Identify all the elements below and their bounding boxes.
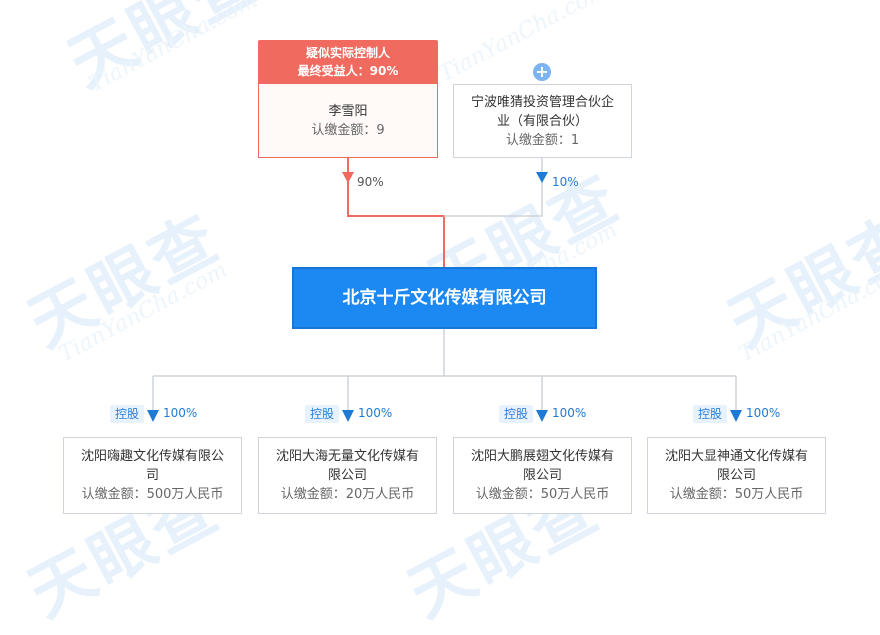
shareholder-card[interactable]: 宁波唯猜投资管理合伙企 业（有限合伙） 认缴金额：1 [453,84,632,158]
subsidiary-card[interactable]: 沈阳嗨趣文化传媒有限公 司 认缴金额：500万人民币 [63,437,242,514]
expand-plus-icon[interactable]: + [533,63,551,81]
investment-percent: 100% [163,406,198,420]
subsidiary-name-line2[interactable]: 限公司 [522,468,562,483]
controller-label-line2: 最终受益人：90% [297,64,399,78]
shareholder-amount: 认缴金额：1 [505,133,580,148]
subsidiary-card[interactable]: 沈阳大鹏展翅文化传媒有 限公司 认缴金额：50万人民币 [453,437,632,514]
shareholder-amount: 认缴金额：9 [311,123,385,138]
shareholder-name[interactable]: 李雪阳 [328,104,368,119]
controller-label-line1: 疑似实际控制人 [305,46,390,60]
holding-tag: 控股 [305,405,340,423]
subsidiary-name-line2[interactable]: 限公司 [716,468,756,483]
connector-lines [147,158,742,422]
main-company-node[interactable]: 北京十斤文化传媒有限公司 [292,267,597,329]
subsidiary-amount: 认缴金额：50万人民币 [669,487,804,502]
subsidiary-name-line1[interactable]: 沈阳大显神通文化传媒有 [664,449,808,464]
subsidiary-name-line2[interactable]: 司 [145,468,159,483]
controller-label: 疑似实际控制人 最终受益人：90% [258,40,438,91]
shareholder-name-line1[interactable]: 宁波唯猜投资管理合伙企 [470,95,614,110]
holding-tag: 控股 [693,405,728,423]
subsidiary-amount: 认缴金额：50万人民币 [475,487,610,502]
subsidiary-name-line1[interactable]: 沈阳嗨趣文化传媒有限公 [80,449,224,464]
investment-percent: 100% [552,406,587,420]
shareholder-card[interactable]: 李雪阳 认缴金额：9 [258,84,438,158]
subsidiary-name-line2[interactable]: 限公司 [327,468,367,483]
shareholder-percent: 90% [357,175,384,189]
shareholder-percent: 10% [552,175,579,189]
subsidiary-card[interactable]: 沈阳大海无量文化传媒有 限公司 认缴金额：20万人民币 [258,437,437,514]
subsidiary-card[interactable]: 沈阳大显神通文化传媒有 限公司 认缴金额：50万人民币 [647,437,826,514]
subsidiary-name-line1[interactable]: 沈阳大鹏展翅文化传媒有 [470,449,614,464]
subsidiary-name-line1[interactable]: 沈阳大海无量文化传媒有 [275,449,419,464]
subsidiary-amount: 认缴金额：20万人民币 [280,487,415,502]
subsidiary-amount: 认缴金额：500万人民币 [81,487,224,502]
holding-tag: 控股 [499,405,534,423]
investment-percent: 100% [358,406,393,420]
shareholder-name-line2[interactable]: 业（有限合伙） [496,114,588,129]
holding-tag: 控股 [110,405,145,423]
investment-percent: 100% [746,406,781,420]
